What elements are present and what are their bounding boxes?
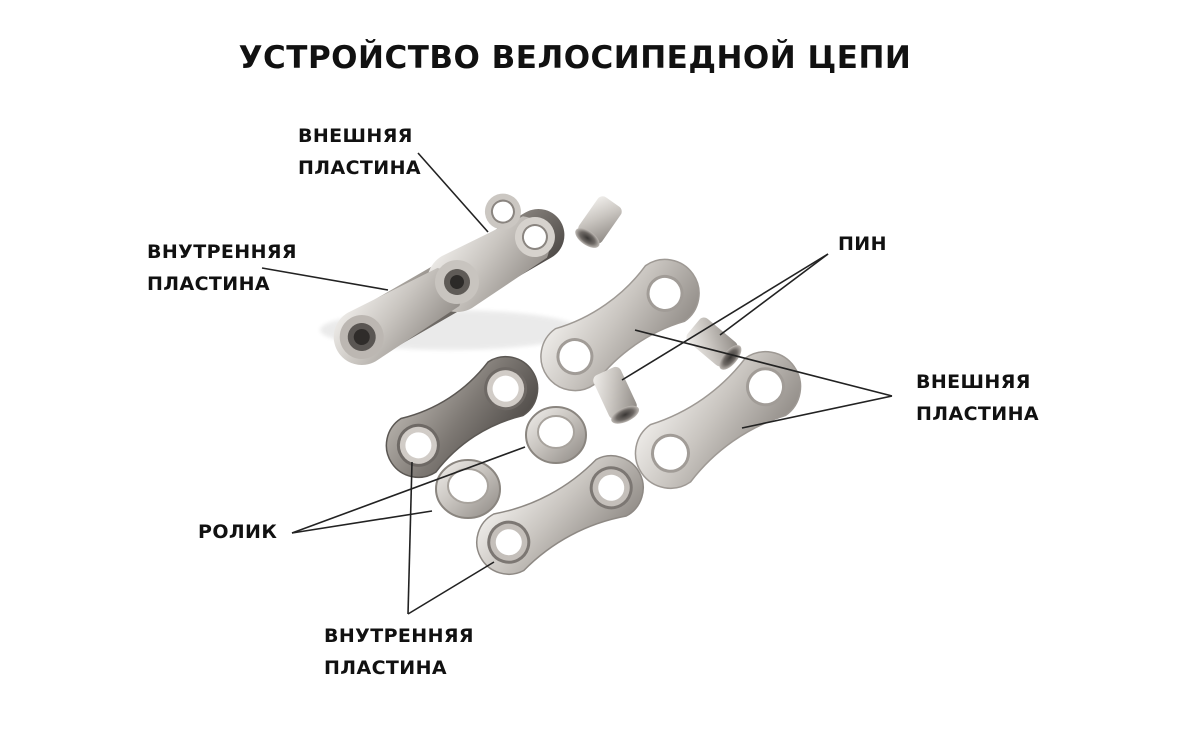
page-title: УСТРОЙСТВО ВЕЛОСИПЕДНОЙ ЦЕПИ	[238, 40, 912, 76]
leader-inner-plate-left	[261, 267, 389, 291]
leader-roller-2	[291, 510, 433, 534]
label-line: ПЛАСТИНА	[298, 157, 421, 179]
pin-right	[686, 317, 742, 370]
label-inner-plate-bottom: ВНУТРЕННЯЯ ПЛАСТИНА	[324, 620, 474, 684]
label-line: РОЛИК	[198, 521, 278, 543]
label-line: ВНЕШНЯЯ	[298, 125, 413, 147]
outer-plate-upper	[540, 258, 700, 392]
pin-left	[593, 366, 640, 424]
leader-inner-plate-bottom-1	[407, 461, 413, 615]
leader-lines	[261, 152, 893, 615]
outer-plate-lower	[634, 351, 802, 489]
inner-plate-lower	[476, 455, 644, 575]
label-outer-plate-top: ВНЕШНЯЯ ПЛАСТИНА	[298, 120, 421, 184]
label-roller: РОЛИК	[198, 516, 277, 548]
inner-plate-upper	[385, 355, 539, 479]
assembled-chain-section	[320, 193, 580, 365]
leader-outer-plate-right-1	[634, 329, 893, 397]
label-pin: ПИН	[838, 228, 887, 260]
label-inner-plate-left: ВНУТРЕННЯЯ ПЛАСТИНА	[147, 236, 297, 300]
label-line: ВНЕШНЯЯ	[916, 371, 1031, 393]
label-line: ВНУТРЕННЯЯ	[324, 625, 474, 647]
leader-outer-plate-right-2	[741, 395, 893, 429]
leader-outer-plate-top	[417, 152, 489, 233]
leader-inner-plate-bottom-2	[407, 561, 495, 615]
label-line: ПИН	[838, 233, 887, 255]
pin-top	[575, 196, 622, 248]
label-line: ПЛАСТИНА	[916, 403, 1039, 425]
label-outer-plate-right: ВНЕШНЯЯ ПЛАСТИНА	[916, 366, 1039, 430]
leader-pin-1	[719, 253, 829, 336]
leader-pin-2	[621, 253, 829, 381]
roller-upper	[525, 406, 587, 464]
label-line: ПЛАСТИНА	[147, 273, 270, 295]
label-line: ПЛАСТИНА	[324, 657, 447, 679]
label-line: ВНУТРЕННЯЯ	[147, 241, 297, 263]
leader-roller-1	[291, 446, 526, 534]
